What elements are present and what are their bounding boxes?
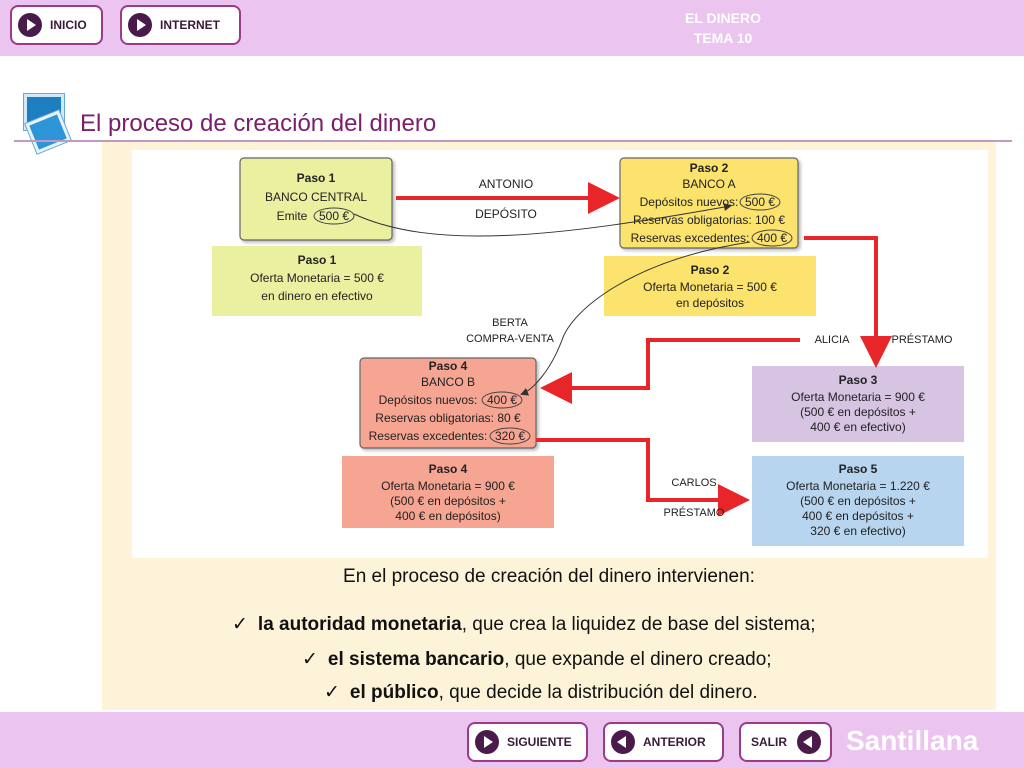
anterior-button[interactable]: ANTERIOR: [603, 722, 724, 762]
inicio-button[interactable]: INICIO: [10, 5, 103, 45]
bullet-rest: , que expande el dinero creado;: [504, 649, 772, 670]
paso2-title: Paso 2: [690, 161, 729, 175]
label-alicia: ALICIA: [815, 334, 851, 346]
section-title-line1: EL DINERO: [685, 10, 761, 26]
paso1-summary-title: Paso 1: [298, 253, 337, 267]
paso3-summary-line3: 400 € en efectivo): [810, 420, 905, 434]
paso1-box: Paso 1 BANCO CENTRAL Emite 500 €: [239, 157, 393, 241]
paso1-summary-line1: Oferta Monetaria = 500 €: [250, 271, 384, 285]
paso4-title: Paso 4: [429, 359, 468, 373]
slide-title: El proceso de creación del dinero: [80, 110, 437, 137]
intro-text: En el proceso de creación del dinero int…: [343, 566, 755, 587]
play-right-icon: [18, 13, 42, 37]
paso4-summary: Paso 4 Oferta Monetaria = 900 € (500 € e…: [342, 456, 554, 528]
paso4-line3: Reservas obligatorias: 80 €: [375, 411, 521, 425]
bullet-item: ✓ el sistema bancario, que expande el din…: [302, 648, 772, 671]
paso5-summary-line3: 400 € en depósitos +: [802, 509, 914, 523]
bullet-item: ✓ el público, que decide la distribución …: [324, 681, 758, 704]
section-title-line2: TEMA 10: [693, 30, 753, 46]
paso2-summary-title: Paso 2: [691, 263, 730, 277]
section-title: EL DINERO TEMA 10: [640, 8, 806, 48]
paso5-summary-line1: Oferta Monetaria = 1.220 €: [786, 479, 930, 493]
label-compraventa: COMPRA-VENTA: [466, 333, 554, 345]
paso2-summary-line2: en depósitos: [676, 296, 744, 310]
label-prestamo-alicia: PRÉSTAMO: [892, 333, 953, 346]
paso4-summary-line2: (500 € en depósitos +: [390, 494, 506, 508]
bullet-bold: el público: [349, 682, 439, 703]
curve-excedentes-to-banco-b: [520, 241, 751, 396]
paso5-summary-line4: 320 € en efectivo): [810, 524, 905, 538]
paso2-summary-line1: Oferta Monetaria = 500 €: [643, 280, 777, 294]
paso4-summary-line1: Oferta Monetaria = 900 €: [381, 479, 515, 493]
label-prestamo-carlos: PRÉSTAMO: [664, 506, 725, 519]
label-antonio: ANTONIO: [479, 177, 533, 191]
salir-label: SALIR: [751, 735, 787, 749]
checkmark-icon: ✓: [302, 649, 318, 670]
paso4-line4-value: 320 €: [495, 429, 525, 443]
play-right-icon: [475, 730, 499, 754]
siguiente-button[interactable]: SIGUIENTE: [467, 722, 588, 762]
paso3-summary-line2: (500 € en depósitos +: [800, 405, 916, 419]
paso5-summary-line2: (500 € en depósitos +: [800, 494, 916, 508]
curve-emite-to-deposito: [353, 203, 732, 237]
arrow-prestamo-alicia: [804, 236, 892, 368]
paso4-line2-value: 400 €: [487, 393, 517, 407]
paso1-line2-value: 500 €: [319, 209, 349, 223]
paso2-line4-prefix: Reservas excedentes:: [631, 231, 750, 245]
bullet-item: ✓ la autoridad monetaria, que crea la liq…: [232, 613, 816, 636]
paso4-box: Paso 4 BANCO B Depósitos nuevos: 400 € R…: [359, 357, 537, 449]
anterior-label: ANTERIOR: [643, 735, 706, 749]
paso4-line4-prefix: Reservas excedentes:: [369, 429, 488, 443]
siguiente-label: SIGUIENTE: [507, 735, 572, 749]
arrow-prestamo-carlos: [536, 438, 750, 516]
checkmark-icon: ✓: [232, 614, 248, 635]
paso4-summary-line3: 400 € en depósitos): [395, 509, 500, 523]
paso3-summary-line1: Oferta Monetaria = 900 €: [791, 390, 925, 404]
paso1-title: Paso 1: [297, 171, 336, 185]
inicio-label: INICIO: [50, 18, 87, 32]
label-deposito: DEPÓSITO: [475, 206, 537, 221]
title-divider: [14, 140, 1012, 142]
santillana-logo: Santillana: [846, 725, 979, 756]
paso1-summary: Paso 1 Oferta Monetaria = 500 € en diner…: [212, 246, 422, 316]
paso2-summary: Paso 2 Oferta Monetaria = 500 € en depós…: [604, 256, 816, 316]
salir-button[interactable]: SALIR: [739, 722, 832, 762]
paso4-line2-prefix: Depósitos nuevos:: [379, 393, 478, 407]
money-creation-diagram: Paso 1 BANCO CENTRAL Emite 500 € Paso 1 …: [132, 150, 988, 558]
paso4-line1: BANCO B: [421, 375, 475, 389]
play-left-icon: [611, 730, 635, 754]
paso2-line2-prefix: Depósitos nuevos:: [640, 195, 739, 209]
label-berta: BERTA: [492, 317, 528, 329]
internet-label: INTERNET: [160, 18, 220, 32]
paso4-summary-title: Paso 4: [429, 462, 468, 476]
paso3-summary-title: Paso 3: [839, 373, 878, 387]
paso5-summary-title: Paso 5: [839, 462, 878, 476]
paso3-summary: Paso 3 Oferta Monetaria = 900 € (500 € e…: [752, 366, 964, 442]
paso2-line4-value: 400 €: [757, 231, 787, 245]
bullet-bold: la autoridad monetaria: [257, 614, 462, 635]
play-right-icon: [128, 13, 152, 37]
checkmark-icon: ✓: [324, 682, 340, 703]
bullet-rest: , que crea la liquidez de base del siste…: [461, 614, 816, 635]
paso1-summary-line2: en dinero en efectivo: [261, 289, 373, 303]
play-left-icon: [797, 730, 821, 754]
paso1-line2-prefix: Emite: [277, 209, 308, 223]
internet-button[interactable]: INTERNET: [120, 5, 241, 45]
paso2-box: Paso 2 BANCO A Depósitos nuevos: 500 € R…: [619, 157, 799, 249]
arrow-to-banco-b: [540, 338, 800, 404]
paso5-summary: Paso 5 Oferta Monetaria = 1.220 € (500 €…: [752, 456, 964, 546]
bullet-rest: , que decide la distribución del dinero.: [438, 682, 758, 703]
paso2-line1: BANCO A: [682, 177, 735, 191]
bullet-bold: el sistema bancario: [327, 649, 505, 670]
slides-icon: [20, 92, 76, 164]
paso2-line2-value: 500 €: [745, 195, 775, 209]
paso2-line3: Reservas obligatorias: 100 €: [633, 213, 785, 227]
paso1-line1: BANCO CENTRAL: [265, 190, 367, 204]
label-carlos: CARLOS: [671, 477, 716, 489]
